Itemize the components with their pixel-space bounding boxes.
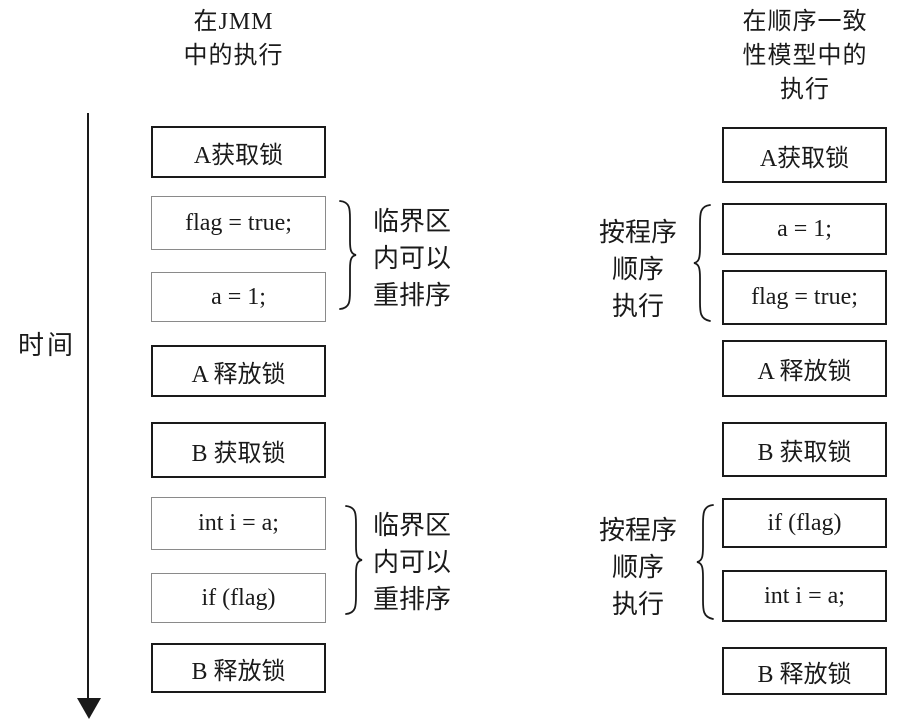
note-program-order-bottom: 按程序 顺序 执行 xyxy=(596,512,680,623)
curly-brace-left-icon xyxy=(693,204,711,322)
flow-box-label: A获取锁 xyxy=(193,142,284,169)
flow-box-left-a-lock: A获取锁 xyxy=(151,126,326,178)
flow-box-left-flag-true: flag = true; xyxy=(151,196,326,250)
flow-box-label: flag = true; xyxy=(185,209,292,236)
curly-brace-right-icon xyxy=(339,200,357,310)
note-critical-section-top: 临界区 内可以 重排序 xyxy=(373,203,451,314)
flow-box-label: a = 1; xyxy=(211,283,266,310)
flow-box-left-a-unlock: A 释放锁 xyxy=(151,345,326,397)
flow-box-left-if-flag: if (flag) xyxy=(151,573,326,623)
flow-box-right-a-lock: A获取锁 xyxy=(722,127,887,183)
flow-box-label: A获取锁 xyxy=(759,145,850,172)
arrow-down-icon xyxy=(77,698,101,719)
curly-brace-left-icon xyxy=(696,504,714,620)
note-line: 按程序 xyxy=(598,516,677,545)
flow-box-label: A 释放锁 xyxy=(757,359,852,385)
flow-box-left-b-unlock: B 释放锁 xyxy=(151,643,326,693)
time-axis-line xyxy=(87,113,89,700)
title-line: 中的执行 xyxy=(183,43,284,69)
title-line: 在JMM xyxy=(193,9,274,35)
note-line: 顺序 xyxy=(611,553,664,582)
flow-box-right-flag-true: flag = true; xyxy=(722,270,887,325)
flow-box-right-if-flag: if (flag) xyxy=(722,498,887,548)
note-line: 按程序 xyxy=(598,218,677,247)
right-column-title: 在顺序一致 性模型中的 执行 xyxy=(722,5,888,107)
curly-brace-right-icon xyxy=(345,505,363,615)
flow-box-right-a-unlock: A 释放锁 xyxy=(722,340,887,397)
title-line: 在顺序一致 xyxy=(742,9,868,35)
note-line: 内可以 xyxy=(373,548,452,577)
note-line: 临界区 xyxy=(373,207,452,236)
note-line: 顺序 xyxy=(611,255,664,284)
flow-box-left-b-lock: B 获取锁 xyxy=(151,422,326,478)
note-line: 重排序 xyxy=(373,585,452,614)
flow-box-label: A 释放锁 xyxy=(191,361,286,388)
note-line: 内可以 xyxy=(373,244,452,273)
note-line: 执行 xyxy=(611,590,664,619)
flow-box-left-a-assign: a = 1; xyxy=(151,272,326,322)
flow-box-label: flag = true; xyxy=(751,284,858,310)
flow-box-label: if (flag) xyxy=(201,584,276,611)
note-line: 执行 xyxy=(611,292,664,321)
flow-box-right-a-assign: a = 1; xyxy=(722,203,887,255)
flow-box-right-int-i: int i = a; xyxy=(722,570,887,622)
left-column-title: 在JMM 中的执行 xyxy=(146,5,321,73)
flow-box-label: B 释放锁 xyxy=(757,661,852,688)
title-line: 性模型中的 xyxy=(742,43,868,69)
note-line: 重排序 xyxy=(373,281,452,310)
time-axis-label: 时间 xyxy=(18,331,77,360)
note-program-order-top: 按程序 顺序 执行 xyxy=(596,214,680,325)
flow-box-label: if (flag) xyxy=(767,509,842,536)
flow-box-label: B 获取锁 xyxy=(757,440,852,466)
flow-box-label: B 获取锁 xyxy=(191,440,286,467)
note-line: 临界区 xyxy=(373,511,452,540)
flow-box-label: int i = a; xyxy=(198,510,279,536)
flow-box-label: a = 1; xyxy=(777,215,832,242)
flow-box-label: B 释放锁 xyxy=(191,658,286,685)
flow-box-right-b-lock: B 获取锁 xyxy=(722,422,887,477)
flow-box-right-b-unlock: B 释放锁 xyxy=(722,647,887,695)
note-critical-section-bottom: 临界区 内可以 重排序 xyxy=(373,507,451,618)
flow-box-left-int-i: int i = a; xyxy=(151,497,326,550)
flow-box-label: int i = a; xyxy=(764,582,845,609)
title-line: 执行 xyxy=(780,77,830,103)
